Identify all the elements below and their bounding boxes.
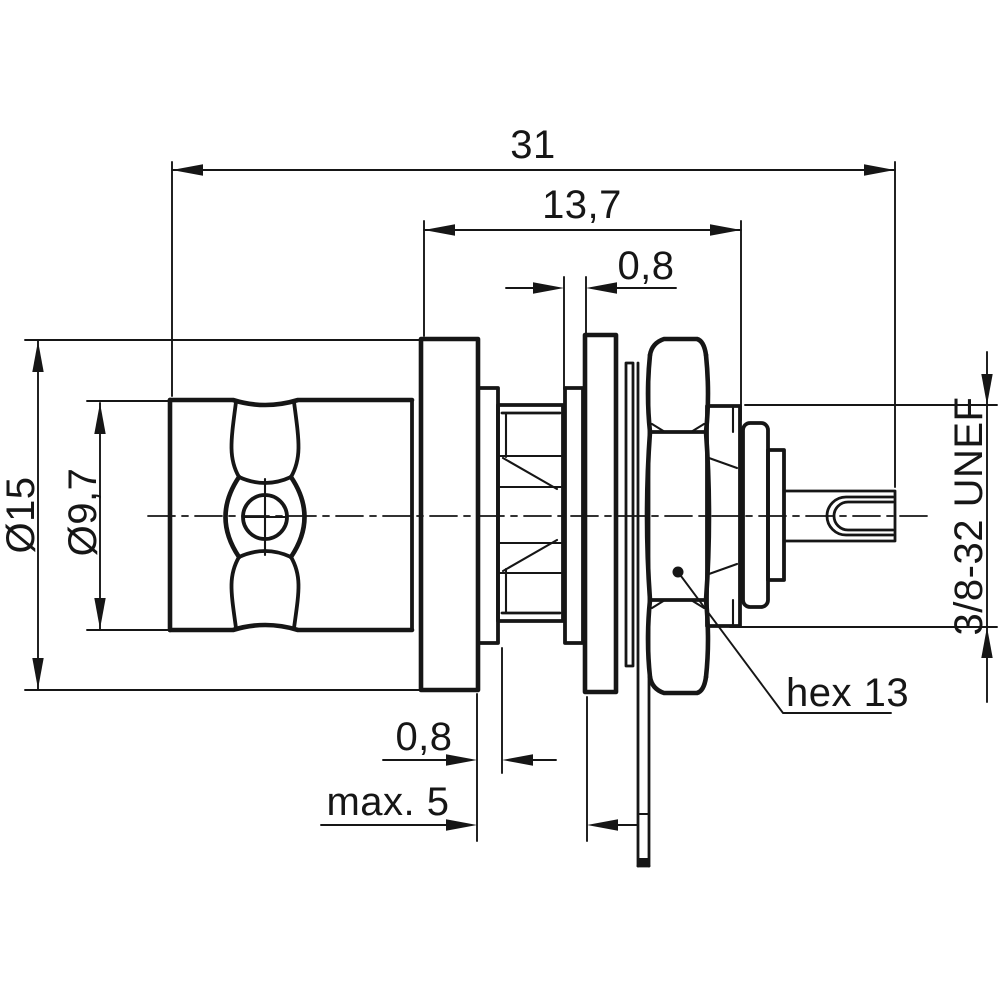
dim-0-8-top: 0,8 (505, 244, 677, 390)
dim-label-thread: 3/8-32 UNEF (947, 397, 991, 636)
dim-label-13-7: 13,7 (542, 183, 622, 227)
panel-plate (582, 332, 619, 695)
dim-label-hex-13: hex 13 (786, 671, 909, 715)
bayonet-stud (223, 474, 307, 560)
dim-max-5: max. 5 (320, 696, 638, 842)
rear-washer (624, 361, 635, 668)
rear-cap (705, 404, 742, 628)
thread-barrel (496, 403, 565, 623)
dim-label-0-8-bottom: 0,8 (395, 715, 452, 759)
dim-label-dia-15: Ø15 (0, 476, 43, 553)
connector-body (167, 397, 415, 633)
step-cylinder (741, 421, 770, 609)
dim-0-8-bottom: 0,8 (382, 647, 557, 842)
dim-dia-15: Ø15 (0, 339, 420, 691)
dim-label-overall: 31 (510, 123, 556, 167)
flange (418, 336, 481, 693)
hex-nut (644, 336, 712, 696)
dim-overall-length: 31 (171, 123, 896, 488)
dim-label-0-8-top: 0,8 (617, 244, 674, 288)
small-cylinder (766, 448, 786, 582)
dim-dia-9-7: Ø9,7 (61, 400, 172, 631)
dim-label-max-5: max. 5 (326, 780, 449, 824)
leader-hex-13: hex 13 (672, 566, 909, 715)
dim-label-dia-9-7: Ø9,7 (61, 468, 105, 557)
dim-thread-unef: 3/8-32 UNEF (729, 351, 998, 703)
dim-13-7: 13,7 (423, 183, 742, 421)
